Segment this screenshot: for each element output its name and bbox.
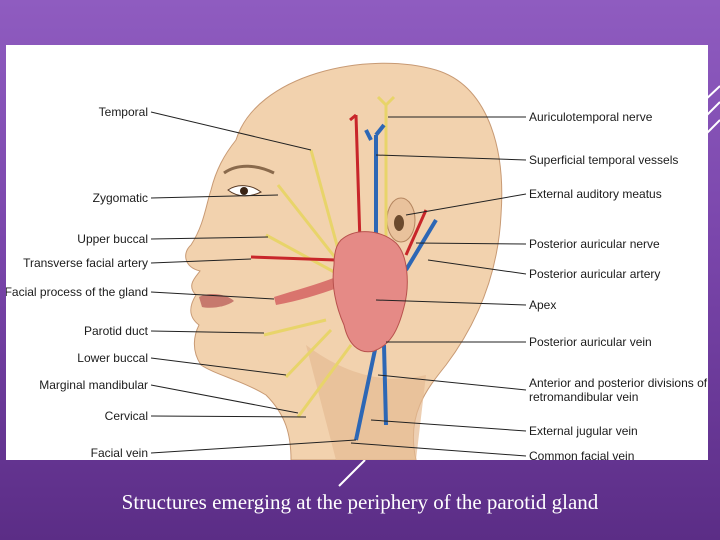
label-external-auditory-meatus: External auditory meatus bbox=[529, 187, 662, 201]
parotid-duct-shape bbox=[274, 277, 340, 305]
neck-shadow bbox=[306, 345, 426, 460]
bottom-decoration bbox=[338, 459, 366, 487]
label-external-jugular-vein: External jugular vein bbox=[529, 424, 638, 438]
label-upper-buccal: Upper buccal bbox=[77, 232, 148, 246]
label-facial-process: Facial process of the gland bbox=[6, 285, 148, 299]
head-illustration bbox=[150, 62, 527, 460]
label-auriculotemporal-nerve: Auriculotemporal nerve bbox=[529, 110, 653, 124]
label-common-facial-vein: Common facial vein bbox=[529, 449, 635, 460]
label-retromandibular-line2: retromandibular vein bbox=[529, 390, 639, 404]
label-parotid-duct: Parotid duct bbox=[83, 324, 148, 338]
label-facial-vein: Facial vein bbox=[90, 446, 148, 460]
eyebrow bbox=[223, 164, 275, 175]
leader-lines-left bbox=[150, 111, 357, 454]
external-auditory-meatus-shape bbox=[394, 215, 404, 231]
label-cervical: Cervical bbox=[104, 409, 148, 423]
label-posterior-auricular-artery: Posterior auricular artery bbox=[529, 267, 661, 281]
label-zygomatic: Zygomatic bbox=[92, 191, 148, 205]
slide-caption: Structures emerging at the periphery of … bbox=[121, 490, 599, 514]
label-transverse-facial-artery: Transverse facial artery bbox=[23, 256, 148, 270]
label-retromandibular-line1: Anterior and posterior divisions of bbox=[529, 376, 708, 390]
leader-lines-right bbox=[350, 116, 527, 457]
arteries bbox=[250, 113, 428, 276]
label-superficial-temporal-vessels: Superficial temporal vessels bbox=[529, 153, 679, 167]
label-marginal-mandibular: Marginal mandibular bbox=[39, 378, 148, 392]
parotid-gland bbox=[332, 231, 408, 353]
lips bbox=[199, 294, 234, 308]
label-temporal: Temporal bbox=[98, 105, 148, 119]
label-lower-buccal: Lower buccal bbox=[77, 351, 148, 365]
anatomy-figure: Temporal Zygomatic Upper buccal Transver… bbox=[6, 45, 708, 460]
label-apex: Apex bbox=[529, 298, 557, 312]
label-posterior-auricular-vein: Posterior auricular vein bbox=[529, 335, 652, 349]
label-posterior-auricular-nerve: Posterior auricular nerve bbox=[529, 237, 660, 251]
label-retromandibular-divisions: Anterior and posterior divisions of retr… bbox=[529, 376, 707, 404]
